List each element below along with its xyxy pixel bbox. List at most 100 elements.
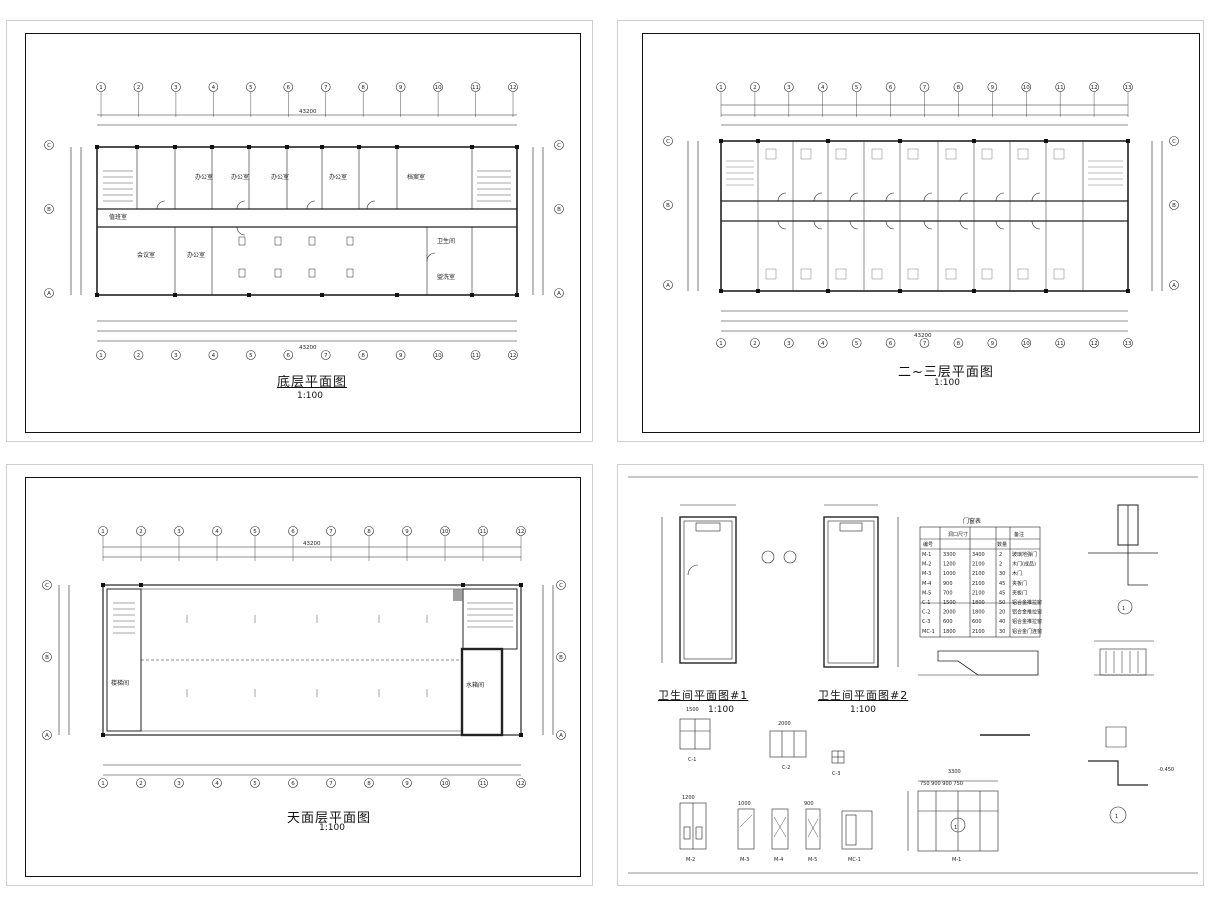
table-cell: 1500 (943, 600, 956, 606)
axis-label: 5 (249, 353, 253, 359)
table-cell: 木门(成品) (1012, 561, 1036, 568)
axis-bubble (750, 338, 760, 348)
axis-label: 3 (174, 85, 178, 91)
axis-bubble (885, 82, 896, 92)
axis-bubble (288, 526, 298, 536)
table-cell: 铝合金门连窗 (1012, 628, 1042, 635)
axis-label: 12 (1091, 85, 1098, 91)
room-label: 办公室 (329, 173, 347, 181)
axis-bubble (508, 82, 518, 92)
table-cell: 45 (999, 581, 1005, 587)
axis-label: 11 (1057, 85, 1064, 91)
axis-bubble (1123, 82, 1133, 92)
axis-label: 1 (101, 781, 105, 787)
window-label: C-2 (782, 765, 790, 771)
axis-bubble (136, 526, 146, 536)
axis-label: A (47, 291, 51, 297)
axis-bubble (987, 338, 998, 348)
axis-bubble (554, 204, 564, 214)
axis-label: 3 (174, 353, 178, 359)
axis-label: B (47, 207, 51, 213)
table-header: 洞口尺寸 (948, 531, 968, 538)
axis-label: B (666, 203, 670, 209)
axis-label: 2 (139, 529, 143, 535)
axis-bubble (246, 350, 256, 360)
axis-bubble (212, 778, 222, 788)
axis-label: 8 (367, 781, 371, 787)
axis-bubble (171, 350, 181, 360)
axis-label: B (1172, 203, 1176, 209)
axis-bubble (98, 526, 108, 536)
axis-label: 9 (399, 353, 403, 359)
axis-label: 3 (177, 529, 181, 535)
axis-label: 9 (405, 781, 409, 787)
room-label: 卫生间 (437, 237, 455, 245)
axis-label: 11 (480, 781, 487, 787)
axis-bubble (288, 778, 298, 788)
axis-label: 2 (753, 341, 757, 347)
axis-bubble (212, 526, 222, 536)
axis-bubble (283, 82, 294, 92)
axis-label: 7 (923, 85, 927, 91)
table-cell: 2000 (943, 610, 956, 616)
axis-bubble (395, 82, 406, 92)
axis-bubble (851, 338, 862, 348)
axis-bubble (1089, 338, 1099, 348)
table-cell: 铝合金推拉窗 (1012, 599, 1042, 606)
window-label: C-1 (688, 757, 696, 763)
axis-bubble (96, 350, 106, 360)
axis-label: A (557, 291, 561, 297)
axis-label: 5 (253, 529, 257, 535)
axis-bubble (402, 526, 412, 536)
axis-bubble (554, 288, 564, 298)
table-cell: 玻璃地弹门 (1012, 551, 1037, 558)
table-cell: 50 (999, 600, 1005, 606)
axis-bubble (208, 82, 219, 92)
table-cell: 40 (999, 619, 1005, 625)
axis-bubble (1055, 82, 1065, 92)
axis-bubble (470, 350, 481, 360)
axis-label: 12 (518, 781, 525, 787)
axis-label: A (666, 283, 670, 289)
axis-bubble (42, 652, 52, 662)
dimension: 750 900 900 750 (920, 781, 963, 787)
axis-bubble (919, 82, 930, 92)
axis-bubble (320, 82, 331, 92)
axis-bubble (470, 82, 481, 92)
table-cell: 30 (999, 571, 1005, 577)
axis-bubble (1055, 338, 1065, 348)
axis-label: 4 (212, 85, 216, 91)
axis-bubble (784, 82, 794, 92)
table-header: 编号 (923, 541, 933, 548)
room-label: 会议室 (137, 251, 155, 259)
table-cell: 700 (943, 590, 953, 596)
dimension: 1200 (682, 795, 695, 801)
axis-bubble (885, 338, 896, 348)
axis-bubble (953, 82, 964, 92)
door-label: M-4 (774, 857, 783, 863)
section-mark: 1 (954, 825, 957, 831)
table-cell: 600 (943, 619, 953, 625)
axis-label: 3 (787, 341, 791, 347)
axis-label: 8 (361, 353, 365, 359)
axis-label: 1 (719, 341, 723, 347)
axis-bubble (554, 140, 564, 150)
axis-bubble (358, 350, 368, 360)
axis-bubble (663, 280, 673, 290)
axis-label: C (45, 583, 49, 589)
axis-label: 7 (923, 341, 927, 347)
axis-bubble (663, 136, 673, 146)
axis-bubble (133, 350, 144, 360)
table-cell: MC-1 (922, 629, 935, 635)
axis-label: C (666, 139, 670, 145)
axis-bubble (96, 82, 106, 92)
axis-label: 9 (405, 529, 409, 535)
axis-label: 10 (1023, 85, 1030, 91)
axis-bubble (246, 82, 256, 92)
door-label: M-5 (808, 857, 817, 863)
axis-label: 7 (329, 529, 333, 535)
axis-bubble (364, 778, 374, 788)
